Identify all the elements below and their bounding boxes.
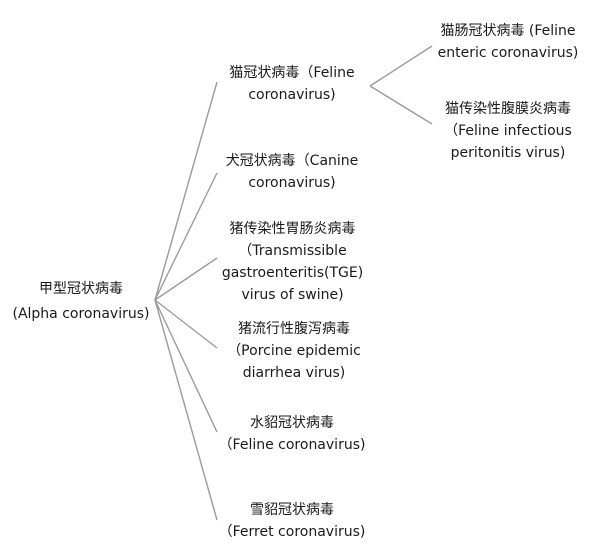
child-label-line1: 猪传染性胃肠炎病毒 bbox=[229, 221, 356, 237]
child-node-ped-virus: 猪流行性腹泻病毒 （Porcine epidemic diarrhea viru… bbox=[214, 318, 374, 384]
child-label-line2: coronavirus) bbox=[248, 175, 336, 191]
child-node-mink-coronavirus: 水貂冠状病毒 （Feline coronavirus) bbox=[212, 412, 372, 456]
child-label-line1: 犬冠状病毒（Canine bbox=[225, 153, 359, 169]
connector-root-to-canine bbox=[154, 172, 218, 301]
connector-root-to-feline bbox=[154, 81, 218, 301]
child-label-line2: （Ferret coronavirus) bbox=[218, 524, 366, 540]
connector-root-to-tge bbox=[154, 257, 218, 301]
grandchild-label-line2: enteric coronavirus) bbox=[437, 45, 579, 61]
child-label-line1: 水貂冠状病毒 bbox=[250, 415, 334, 431]
grandchild-node-feline-enteric-coronavirus: 猫肠冠状病毒 (Feline enteric coronavirus) bbox=[422, 20, 594, 64]
connector-feline-to-enteric bbox=[369, 45, 433, 87]
root-name: 甲型冠状病毒 bbox=[39, 281, 123, 297]
child-node-ferret-coronavirus: 雪貂冠状病毒 （Ferret coronavirus) bbox=[212, 499, 372, 543]
child-label-line1: 猪流行性腹泻病毒 bbox=[238, 321, 350, 337]
child-label-line3: gastroenteritis(TGE) bbox=[221, 265, 364, 281]
child-label-line2: （Porcine epidemic bbox=[227, 343, 361, 359]
child-label-line2: coronavirus) bbox=[248, 87, 336, 103]
child-label-line4: virus of swine) bbox=[241, 287, 344, 303]
root-latin: (Alpha coronavirus) bbox=[12, 306, 150, 322]
grandchild-label-line3: peritonitis virus) bbox=[450, 145, 566, 161]
grandchild-label-line1: 猫肠冠状病毒 (Feline bbox=[440, 23, 576, 39]
root-node: 甲型冠状病毒 (Alpha coronavirus) bbox=[6, 278, 156, 325]
child-label-line1: 雪貂冠状病毒 bbox=[250, 502, 334, 518]
child-label-line3: diarrhea virus) bbox=[242, 365, 346, 381]
grandchild-node-fip-virus: 猫传染性腹膜炎病毒 （Feline infectious peritonitis… bbox=[428, 98, 588, 164]
child-label-line1: 猫冠状病毒（Feline bbox=[229, 65, 355, 81]
grandchild-label-line2: （Feline infectious bbox=[444, 123, 572, 139]
connector-feline-to-fip bbox=[369, 85, 433, 125]
child-node-canine-coronavirus: 犬冠状病毒（Canine coronavirus) bbox=[212, 150, 372, 194]
child-node-feline-coronavirus: 猫冠状病毒（Feline coronavirus) bbox=[212, 62, 372, 106]
child-label-line2: （Feline coronavirus) bbox=[218, 437, 366, 453]
child-label-line2: （Transmissible bbox=[238, 243, 347, 259]
grandchild-label-line1: 猫传染性腹膜炎病毒 bbox=[445, 101, 571, 117]
connector-root-to-ferret bbox=[154, 299, 218, 521]
connector-root-to-ped bbox=[154, 299, 218, 349]
child-node-tge-virus: 猪传染性胃肠炎病毒 （Transmissible gastroenteritis… bbox=[210, 218, 375, 306]
connector-root-to-mink bbox=[154, 299, 218, 433]
